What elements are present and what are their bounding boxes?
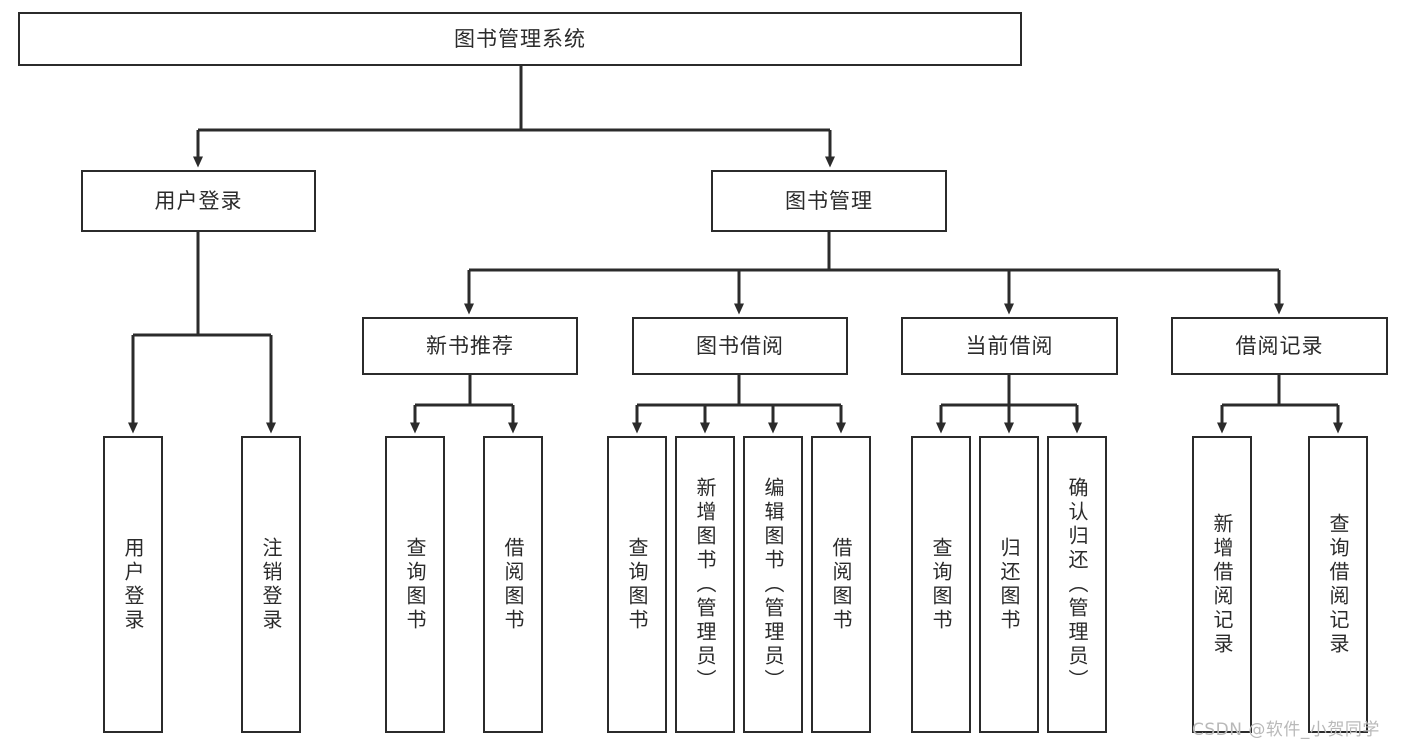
node-label: 确认归还（管理员）: [1065, 476, 1089, 693]
node-book-management[interactable]: 图书管理: [711, 170, 947, 232]
leaf-return-book[interactable]: 归还图书: [979, 436, 1039, 733]
node-book-borrow[interactable]: 图书借阅: [632, 317, 848, 375]
node-root-system[interactable]: 图书管理系统: [18, 12, 1022, 66]
leaf-query-book-borrow[interactable]: 查询图书: [607, 436, 667, 733]
leaf-add-borrow-record[interactable]: 新增借阅记录: [1192, 436, 1252, 733]
leaf-confirm-return-admin[interactable]: 确认归还（管理员）: [1047, 436, 1107, 733]
node-label: 查询图书: [929, 536, 953, 633]
node-label: 借阅图书: [501, 536, 525, 633]
leaf-edit-book-admin[interactable]: 编辑图书（管理员）: [743, 436, 803, 733]
node-label: 图书管理系统: [454, 26, 586, 51]
leaf-add-book-admin[interactable]: 新增图书（管理员）: [675, 436, 735, 733]
csdn-watermark: CSDN @软件_小贺同学: [1192, 720, 1380, 740]
node-label: 查询图书: [625, 536, 649, 633]
leaf-borrow-book[interactable]: 借阅图书: [811, 436, 871, 733]
node-label: 归还图书: [997, 536, 1021, 633]
node-label: 查询借阅记录: [1326, 512, 1350, 657]
leaf-query-borrow-record[interactable]: 查询借阅记录: [1308, 436, 1368, 733]
node-current-borrow[interactable]: 当前借阅: [901, 317, 1118, 375]
node-label: 注销登录: [259, 536, 283, 633]
leaf-user-login[interactable]: 用户登录: [103, 436, 163, 733]
leaf-logout[interactable]: 注销登录: [241, 436, 301, 733]
node-label: 用户登录: [154, 188, 243, 213]
leaf-query-book-current[interactable]: 查询图书: [911, 436, 971, 733]
node-label: 用户登录: [121, 536, 145, 633]
node-label: 当前借阅: [965, 333, 1054, 358]
node-label: 借阅记录: [1235, 333, 1324, 358]
node-label: 新增图书（管理员）: [693, 476, 717, 693]
node-label: 借阅图书: [829, 536, 853, 633]
node-user-login[interactable]: 用户登录: [81, 170, 316, 232]
leaf-borrow-book-recommend[interactable]: 借阅图书: [483, 436, 543, 733]
leaf-query-book-recommend[interactable]: 查询图书: [385, 436, 445, 733]
node-borrow-records[interactable]: 借阅记录: [1171, 317, 1388, 375]
node-new-book-recommend[interactable]: 新书推荐: [362, 317, 578, 375]
node-label: 新增借阅记录: [1210, 512, 1234, 657]
node-label: 查询图书: [403, 536, 427, 633]
node-label: 新书推荐: [426, 333, 514, 358]
node-label: 图书借阅: [696, 333, 784, 358]
node-label: 图书管理: [785, 188, 873, 213]
node-label: 编辑图书（管理员）: [761, 476, 785, 693]
